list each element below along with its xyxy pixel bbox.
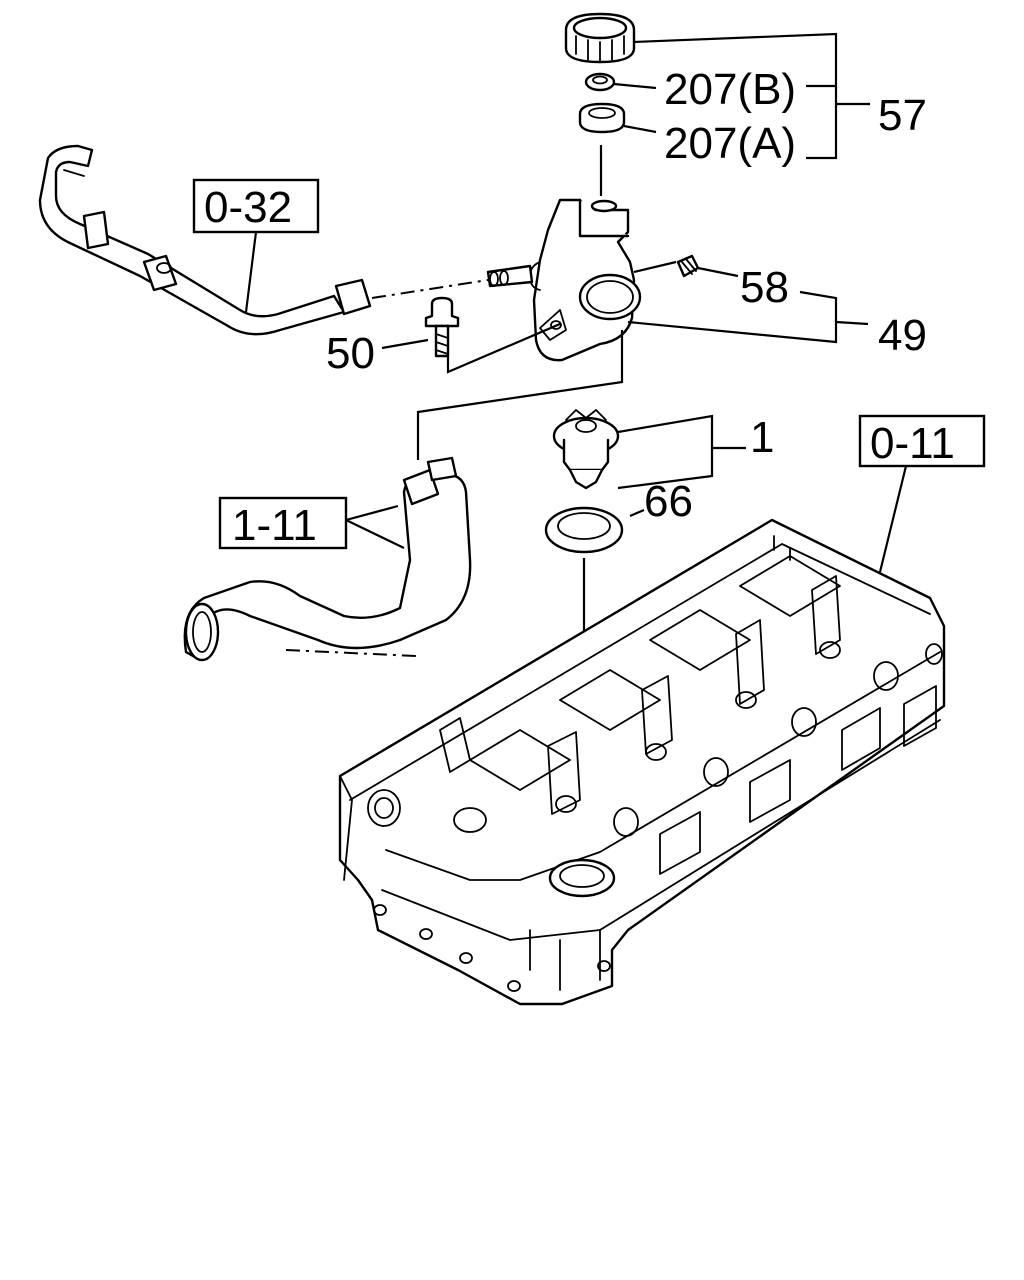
thermostat-housing [529, 198, 642, 362]
bleeder-plug [676, 254, 700, 278]
ref-box-0-11[interactable] [858, 414, 986, 468]
seal-ring-207a [578, 102, 626, 134]
filler-cap [564, 12, 636, 64]
ref-label-1-11[interactable]: 1-11 [232, 501, 317, 550]
bypass-hose [38, 144, 372, 336]
callout-58: 58 [740, 263, 789, 312]
thermostat-gasket [544, 506, 624, 554]
seal-ring-207b [584, 72, 616, 92]
callout-66: 66 [644, 477, 693, 526]
callout-49: 49 [878, 311, 927, 360]
ref-label-0-11[interactable]: 0-11 [870, 419, 955, 468]
callout-1: 1 [750, 413, 774, 462]
callout-50: 50 [326, 329, 375, 378]
cylinder-head [338, 518, 946, 1006]
thermostat [552, 409, 620, 490]
ref-label-0-32[interactable]: 0-32 [204, 183, 292, 232]
bolt-50 [424, 296, 460, 358]
callout-207b: 207(B) [664, 65, 796, 114]
ref-box-1-11[interactable] [218, 496, 348, 550]
ref-box-0-32[interactable] [192, 178, 320, 234]
callout-57: 57 [878, 91, 927, 140]
radiator-hose [183, 456, 472, 662]
callout-207a: 207(A) [664, 119, 796, 168]
hose-nipple [486, 264, 534, 288]
